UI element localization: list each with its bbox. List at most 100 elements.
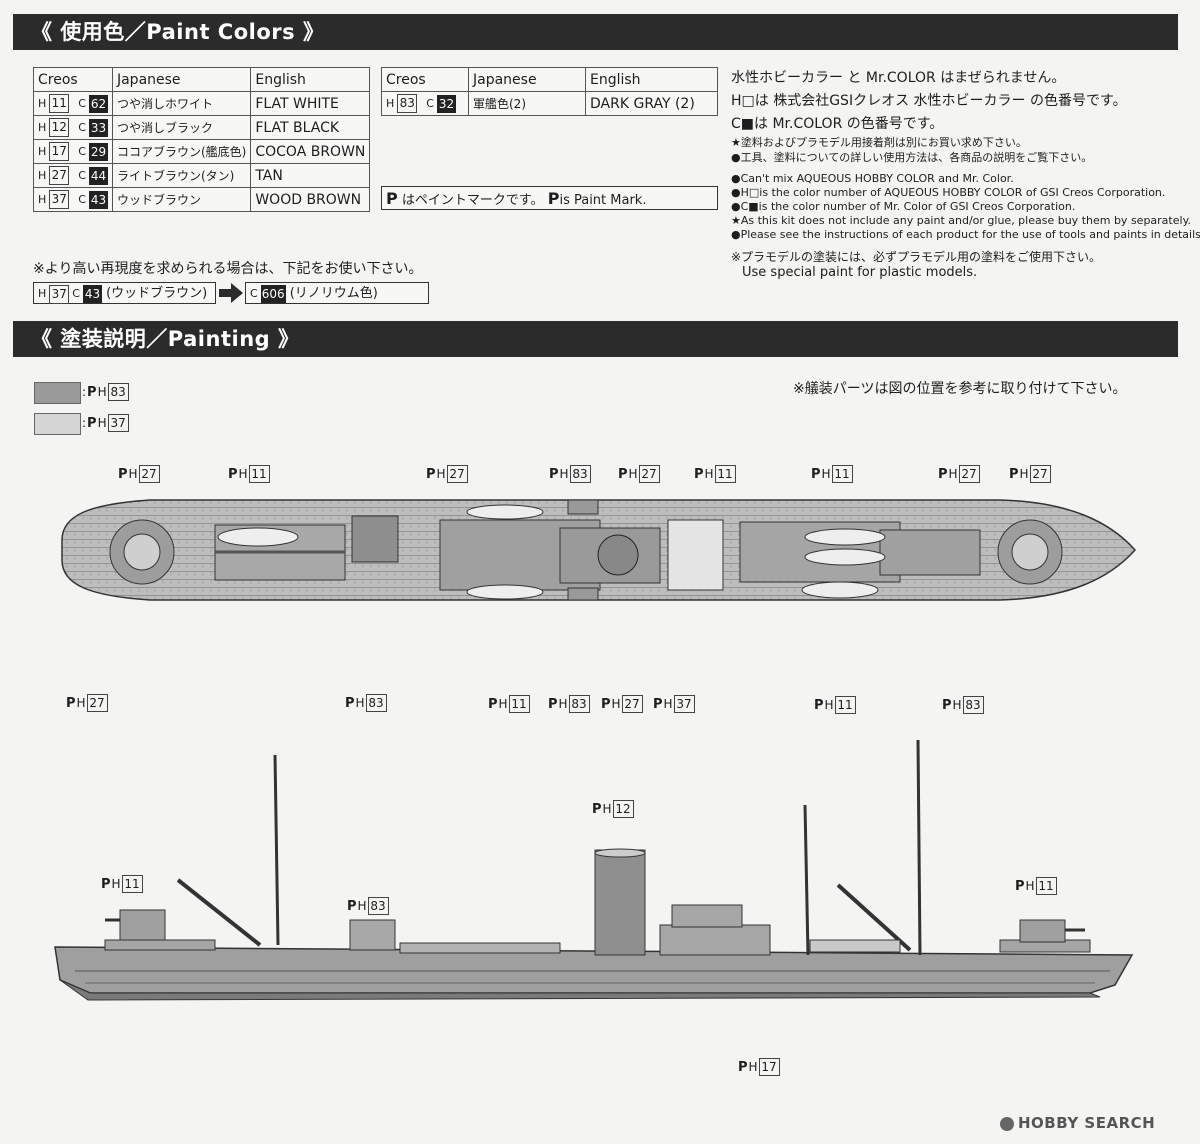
c-code: 32: [436, 94, 456, 113]
h-code: 83: [365, 694, 387, 712]
p-letter: P: [811, 466, 821, 482]
h-code: 37: [49, 284, 70, 304]
h-code: 83: [962, 696, 984, 714]
c-letter: C: [426, 97, 434, 110]
cell-english: COCOA BROWN: [250, 139, 371, 164]
h-code: 17: [49, 142, 70, 161]
c-code: 606: [260, 285, 286, 303]
h-code: 11: [714, 465, 736, 483]
h-letter: H: [97, 385, 107, 399]
p-letter: P: [488, 696, 498, 712]
cell-japanese: ウッドブラウン: [111, 187, 252, 212]
p-letter: P: [694, 466, 704, 482]
col-creos: Creos: [381, 67, 469, 92]
watermark-text: HOBBY SEARCH: [1018, 1114, 1156, 1132]
note-instr-en: ●Please see the instructions of each pro…: [731, 228, 1200, 241]
h-code: 83: [568, 695, 590, 713]
h-letter: H: [628, 467, 638, 481]
h-letter: H: [355, 696, 365, 710]
table-header-row: Creos Japanese English: [33, 67, 371, 92]
h-letter: H: [38, 121, 47, 134]
cell-japanese: ココアブラウン(艦底色): [111, 139, 252, 164]
h-code: 11: [1035, 877, 1057, 895]
col-creos: Creos: [33, 67, 113, 92]
col-english: English: [585, 67, 718, 92]
h-code: 11: [121, 875, 143, 893]
h-letter: H: [948, 467, 958, 481]
p-letter: P: [87, 415, 97, 431]
h-letter: H: [559, 467, 569, 481]
note-c-en: ●C■is the color number of Mr. Color of G…: [731, 200, 1076, 213]
legend-swatch-light: [34, 413, 81, 435]
cell-japanese: 軍艦色(2): [468, 91, 586, 116]
hobbysearch-logo-icon: [1000, 1116, 1014, 1131]
c-code: 43: [88, 190, 108, 209]
p-letter: P: [601, 696, 611, 712]
h-code: 11: [49, 94, 70, 113]
note-buy-en: ★As this kit does not include any paint …: [731, 214, 1192, 227]
paint-mark-en: is Paint Mark.: [559, 193, 647, 208]
cell-japanese: つや消しホワイト: [111, 91, 252, 116]
p-letter: P: [938, 466, 948, 482]
c-letter: C: [78, 169, 86, 182]
fitting-note: ※艤装パーツは図の位置を参考に取り付けて下さい。: [793, 381, 1127, 397]
c-letter: C: [78, 193, 86, 206]
table-header-row: Creos Japanese English: [381, 67, 718, 92]
h-code: 37: [49, 190, 70, 209]
h-code: 11: [834, 696, 856, 714]
h-letter: H: [821, 467, 831, 481]
p-letter: P: [228, 466, 238, 482]
h-code: 11: [508, 695, 530, 713]
h-code: 27: [1029, 465, 1051, 483]
recommend-text: ※より高い再現度を求められる場合は、下記をお使い下さい。: [33, 261, 423, 277]
h-code: 83: [569, 465, 591, 483]
h-code: 37: [107, 414, 129, 432]
note-special-en: Use special paint for plastic models.: [742, 265, 978, 280]
h-code: 11: [831, 465, 853, 483]
h-letter: H: [76, 696, 86, 710]
p-letter: P: [426, 466, 436, 482]
h-letter: H: [498, 697, 508, 711]
h-letter: H: [952, 698, 962, 712]
c-letter: C: [78, 145, 86, 158]
p-letter: P: [101, 876, 111, 892]
col-english: English: [250, 67, 371, 92]
section-title: 《 使用色／Paint Colors 》: [31, 20, 325, 44]
paint-mark-box: P はペイントマークです。 Pis Paint Mark.: [381, 186, 718, 210]
h-code: 27: [138, 465, 160, 483]
section-header-paint-colors: 《 使用色／Paint Colors 》: [13, 14, 1178, 50]
note-h-jp: H□は 株式会社GSIクレオス 水性ホビーカラー の色番号です。: [731, 93, 1127, 109]
cell-english: FLAT BLACK: [250, 115, 371, 140]
h-letter: H: [38, 287, 47, 300]
h-code: 27: [446, 465, 468, 483]
cell-japanese: つや消しブラック: [111, 115, 252, 140]
h-letter: H: [111, 877, 121, 891]
h-letter: H: [611, 697, 621, 711]
to-label: (リノリウム色): [289, 286, 378, 301]
h-letter: H: [128, 467, 138, 481]
h-code: 27: [86, 694, 108, 712]
p-letter: P: [942, 697, 952, 713]
